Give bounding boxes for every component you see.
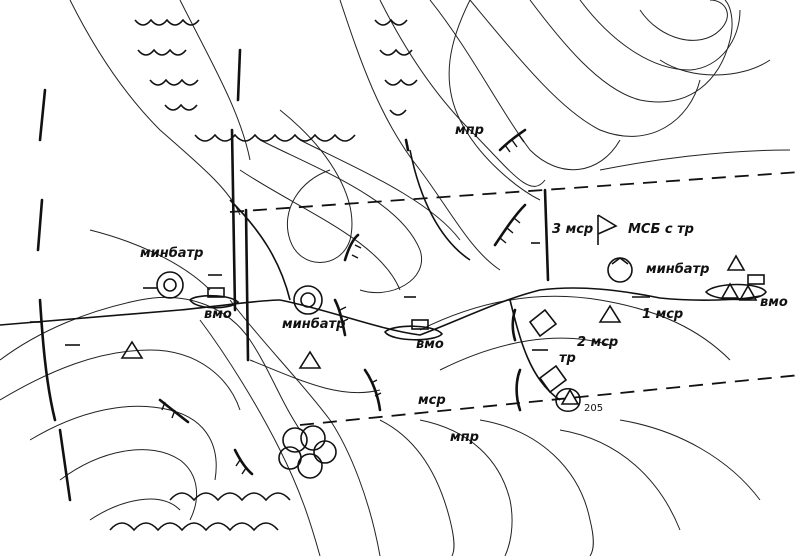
roads bbox=[0, 48, 761, 502]
label-minbatr-3: минбатр bbox=[646, 262, 709, 277]
label-height-205: 205 bbox=[584, 403, 603, 414]
vehicle-symbol-1 bbox=[189, 287, 240, 309]
bush-symbol bbox=[278, 425, 337, 479]
label-mpr-bottom: мпр bbox=[450, 430, 479, 445]
arrows bbox=[30, 242, 650, 351]
vehicle-symbol-2 bbox=[383, 319, 444, 341]
diamond-markers bbox=[528, 308, 568, 394]
label-msb-str: МСБ с тр bbox=[628, 222, 694, 237]
forest-edge bbox=[109, 18, 418, 532]
label-1-msr: 1 мср bbox=[642, 307, 683, 322]
mortar-battery-symbol-2 bbox=[293, 285, 323, 315]
label-tr: тр bbox=[559, 351, 576, 366]
label-vmo-1: вмо bbox=[204, 307, 232, 322]
label-3-msr: 3 мср bbox=[552, 222, 593, 237]
mortar-battery-symbol-3 bbox=[607, 257, 633, 283]
label-2-msr: 2 мср bbox=[577, 335, 618, 350]
front-lines bbox=[229, 171, 800, 426]
label-mpr-top: мпр bbox=[455, 123, 484, 138]
map-labels: минбатр минбатр минбатр мпр мпр 3 мср МС… bbox=[140, 123, 788, 445]
flag-symbol bbox=[597, 214, 618, 245]
mortar-battery-symbol-1 bbox=[143, 271, 184, 299]
label-msr-bottom: мср bbox=[418, 393, 446, 408]
label-minbatr-2: минбатр bbox=[282, 317, 345, 332]
entrenchments bbox=[158, 128, 527, 476]
label-minbatr-1: минбатр bbox=[140, 246, 203, 261]
height-point bbox=[555, 387, 581, 413]
label-vmo-2: вмо bbox=[416, 337, 444, 352]
triangle-markers bbox=[120, 254, 758, 405]
label-vmo-3: вмо bbox=[760, 295, 788, 310]
